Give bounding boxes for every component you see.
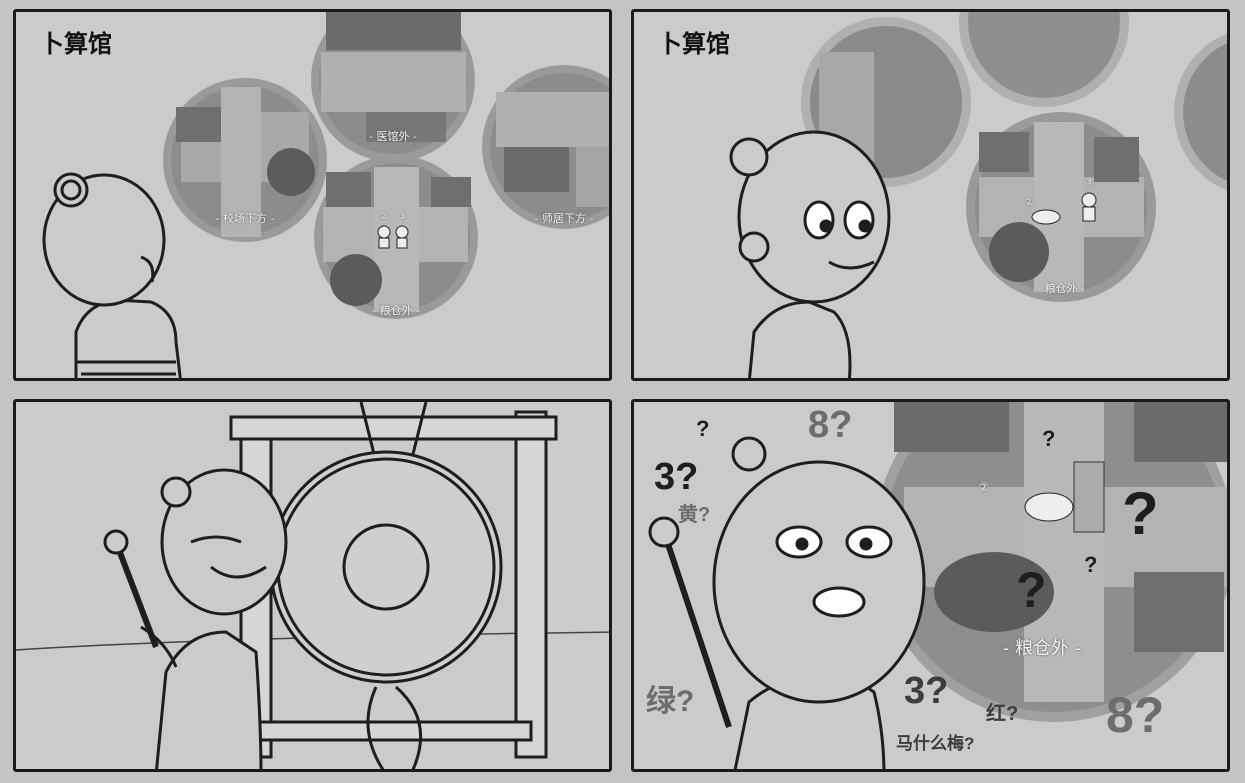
map-circle-left[interactable] <box>163 78 327 242</box>
question-small: ? <box>696 416 710 441</box>
character-shocked-face <box>648 436 926 769</box>
map-circle-blurred-top <box>959 12 1129 107</box>
map-label-granary: - 粮仓外 - <box>1037 282 1085 295</box>
panel-title: 卜算馆 <box>658 30 730 58</box>
character-suspicious-face <box>729 130 891 378</box>
question-big-2: ? <box>1016 562 1047 618</box>
comic-panel-4: - 粮仓外 - ② ? 3? 8? 黄? ? ? ? ? 绿? 3? 红? 8?… <box>631 399 1230 772</box>
map-circles-group <box>729 12 1227 378</box>
map-label-granary: - 粮仓外 - <box>1002 638 1082 659</box>
marker-2: ② <box>379 212 389 222</box>
character-with-mallet <box>103 468 288 769</box>
question-3: 3? <box>654 456 699 498</box>
map-label-left: - 校场下方 - <box>215 212 275 225</box>
question-red: 红? <box>986 703 1019 725</box>
question-yellow: 黄? <box>678 504 711 526</box>
question-big-1: ? <box>1122 480 1159 547</box>
map-circle-granary[interactable] <box>966 112 1156 302</box>
character-back-view <box>42 172 182 378</box>
map-label-right: - 师居下方 - <box>534 212 594 225</box>
map-circles-group <box>42 12 612 378</box>
comic-panel-1: 卜算馆 <box>13 9 612 381</box>
comic-panel-2: 卜算馆 <box>631 9 1230 381</box>
gong[interactable] <box>269 402 503 772</box>
question-small-map: ? <box>1042 426 1056 451</box>
confused-scene <box>648 402 1230 769</box>
panel-title: 卜算馆 <box>40 30 112 58</box>
map-circle-top[interactable] <box>311 12 475 162</box>
marker-2: ② <box>978 480 990 494</box>
marker-2: ② <box>1024 197 1034 208</box>
question-8-top: 8? <box>808 404 853 446</box>
question-green: 绿? <box>646 685 695 718</box>
map-circle-blurred-right <box>1174 33 1227 191</box>
gong-scene <box>16 402 609 772</box>
map-circle-right[interactable] <box>482 65 612 229</box>
map-label-center: - 粮仓外 - <box>372 304 420 317</box>
question-3-bottom: 3? <box>904 670 949 712</box>
question-phrase: 马什么梅? <box>896 734 975 753</box>
map-circle-center[interactable] <box>314 155 478 319</box>
comic-panel-3 <box>13 399 612 772</box>
question-small-map-2: ? <box>1084 552 1098 577</box>
marker-3: ③ <box>397 212 407 222</box>
map-label-top: - 医馆外 - <box>369 130 417 143</box>
question-8-bottom: 8? <box>1106 687 1165 743</box>
marker-3: ③ <box>1084 177 1094 188</box>
map-circle-granary-large[interactable] <box>874 402 1230 722</box>
